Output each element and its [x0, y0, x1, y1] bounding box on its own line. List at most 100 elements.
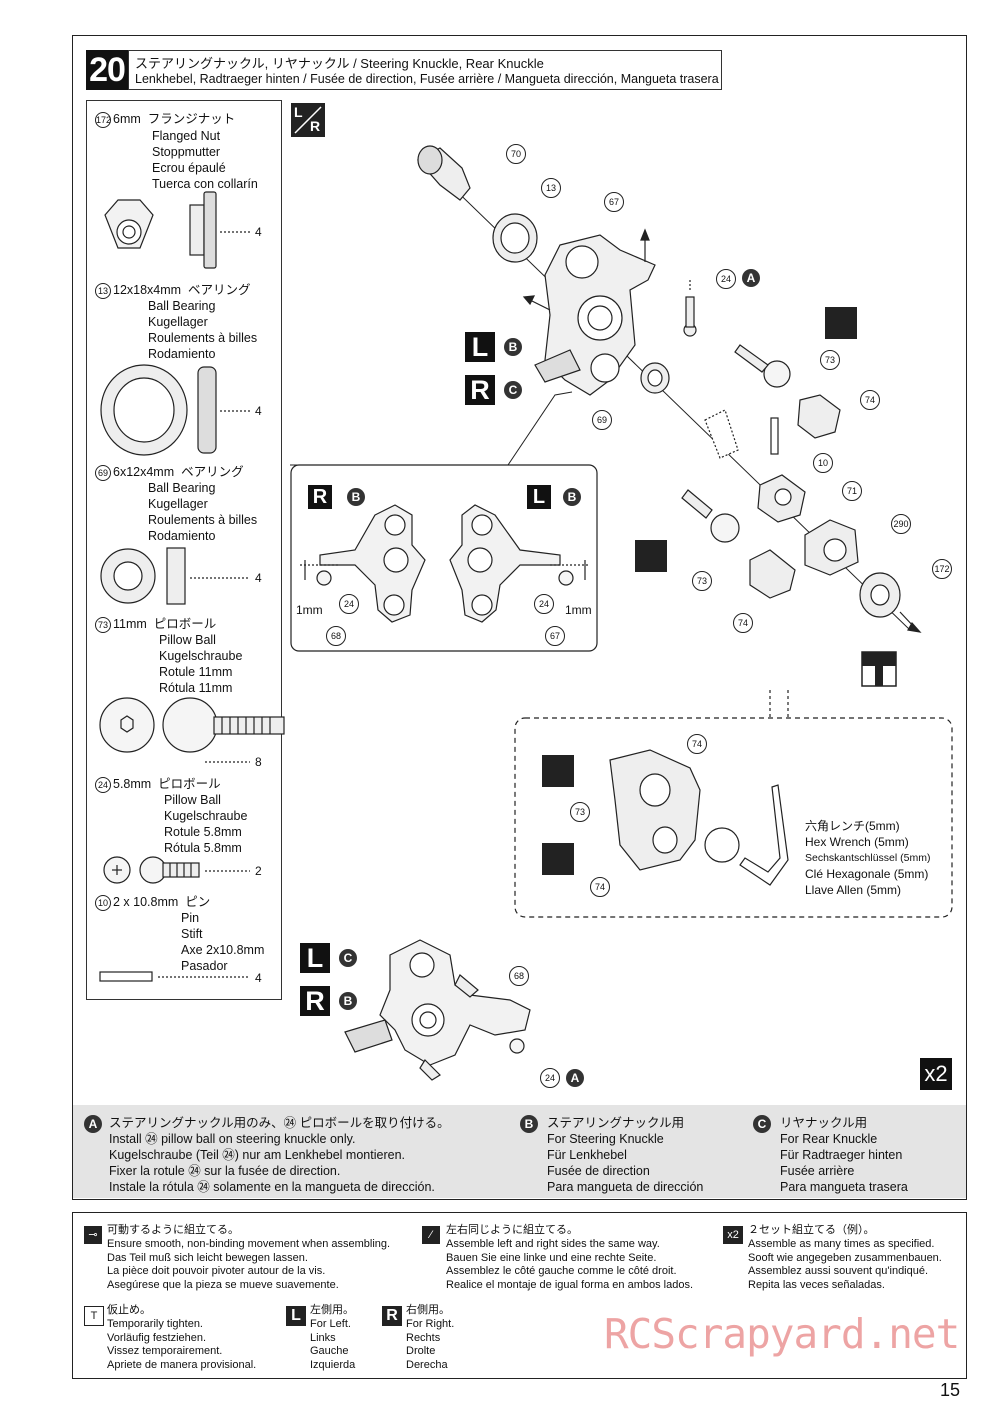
- legend-line: Vorläufig festziehen.: [107, 1331, 207, 1344]
- note-a-badge: A: [84, 1115, 102, 1133]
- bottom-right-label: R: [300, 986, 330, 1016]
- callout: 74: [733, 613, 753, 633]
- badge-b: B: [504, 338, 522, 356]
- callout: 24: [534, 594, 554, 614]
- legend-line: Bauen Sie eine linke und eine rechte Sei…: [446, 1251, 657, 1264]
- part-73-qty: 8: [255, 755, 262, 769]
- part-13-qty: 4: [255, 404, 262, 418]
- part-jp-name: ピン: [185, 895, 211, 909]
- legend-box: [72, 1212, 967, 1379]
- left-label: L: [465, 332, 495, 362]
- legend-right: 右側用。 For Right. Rechts Drolte Derecha: [406, 1304, 454, 1373]
- lr-icon-l: L: [294, 104, 303, 120]
- part-number-badge: 24: [95, 776, 111, 793]
- legend-smooth: 可動するように組立てる。 Ensure smooth, non-binding …: [107, 1224, 390, 1293]
- legend-line: Asegúrese que la pieza se mueve suavemen…: [107, 1279, 339, 1292]
- part-name: Roulements à billes: [148, 331, 258, 345]
- wrench-name: Sechskantschlüssel (5mm): [805, 852, 931, 864]
- part-name: Tuerca con collarín: [152, 177, 258, 191]
- wrench-detail-box: [514, 690, 953, 918]
- note-line: Para mangueta trasera: [780, 1180, 908, 1194]
- bearing-12x18-drawing: [100, 364, 250, 456]
- note-line: Instale la rótula ㉔ solamente en la mang…: [109, 1180, 435, 1194]
- part-172-qty: 4: [255, 225, 262, 239]
- note-line: ステアリングナックル用のみ、㉔ ピロボールを取り付ける。: [109, 1116, 450, 1130]
- legend-line: La pièce doit pouvoir pivoter autour de …: [107, 1265, 326, 1278]
- legend-line: For Left.: [310, 1317, 351, 1330]
- part-13-names: Ball Bearing Kugellager Roulements à bil…: [148, 298, 257, 362]
- part-name: Pillow Ball: [159, 633, 216, 647]
- part-name: Stift: [181, 927, 203, 941]
- part-name: Kugelschraube: [164, 809, 248, 823]
- temporary-tighten-icon: [861, 651, 897, 687]
- pin-drawing: [99, 971, 250, 982]
- smooth-movement-icon: [542, 307, 857, 875]
- part-name: Rotule 11mm: [159, 665, 233, 679]
- callout: 67: [604, 192, 624, 212]
- part-69-names: Ball Bearing Kugellager Roulements à bil…: [148, 480, 257, 544]
- callout: 74: [590, 877, 610, 897]
- legend-line: Links: [310, 1331, 336, 1344]
- callout: 73: [692, 571, 712, 591]
- part-size: 5.8mm: [113, 777, 152, 791]
- legend-line: Temporarily tighten.: [107, 1317, 203, 1330]
- legend-line: 右側用。: [406, 1304, 450, 1316]
- legend-line: Apriete de manera provisional.: [107, 1359, 257, 1372]
- callout: 73: [570, 802, 590, 822]
- right-label: R: [465, 375, 495, 405]
- part-size: 2 x 10.8mm: [113, 895, 179, 909]
- part-24-qty: 2: [255, 864, 262, 878]
- pillow-ball-11-drawing: [99, 697, 285, 763]
- note-a: ステアリングナックル用のみ、㉔ ピロボールを取り付ける。 Install ㉔ p…: [109, 1115, 450, 1195]
- callout: 24: [716, 269, 736, 289]
- wrench-name: Hex Wrench (5mm): [805, 835, 909, 849]
- inset-badge-b: B: [347, 488, 365, 506]
- legend-left: 左側用。 For Left. Links Gauche Izquierda: [310, 1304, 355, 1373]
- repeat-x2-icon: x2: [920, 1058, 952, 1090]
- callout: 10: [813, 453, 833, 473]
- callout: 290: [891, 514, 911, 534]
- legend-line: Sooft wie angegeben zusammenbauen.: [748, 1251, 942, 1264]
- title-en: / Steering Knuckle, Rear Knuckle: [353, 56, 544, 71]
- note-line: Fusée de direction: [547, 1164, 650, 1178]
- part-jp-name: フランジナット: [147, 112, 236, 126]
- legend-line: Vissez temporairement.: [107, 1345, 223, 1358]
- note-line: Für Radtraeger hinten: [780, 1148, 903, 1162]
- callout: 172: [932, 559, 952, 579]
- note-c-badge: C: [753, 1115, 771, 1133]
- legend-line: 左右同じように組立てる。: [446, 1224, 578, 1236]
- flanged-nut-drawing: [104, 191, 250, 269]
- part-name: Ecrou épaulé: [152, 161, 226, 175]
- part-name: Axe 2x10.8mm: [181, 943, 265, 957]
- part-size: 11mm: [113, 617, 147, 631]
- title-multilang: Lenkhebel, Radtraeger hinten / Fusée de …: [135, 72, 719, 86]
- part-name: Rótula 11mm: [159, 681, 233, 695]
- wrench-label: 六角レンチ(5mm) Hex Wrench (5mm) Sechskantsch…: [805, 818, 930, 898]
- note-b: ステアリングナックル用 For Steering Knuckle Für Len…: [547, 1115, 703, 1195]
- part-name: Ball Bearing: [148, 299, 216, 313]
- part-name: Kugelschraube: [159, 649, 243, 663]
- inset-badge-b: B: [563, 488, 581, 506]
- legend-line: Gauche: [310, 1345, 349, 1358]
- part-number-badge: 10: [95, 894, 111, 911]
- badge-c: C: [339, 949, 357, 967]
- note-line: Install ㉔ pillow ball on steering knuckl…: [109, 1132, 356, 1146]
- left-icon: L: [286, 1306, 306, 1326]
- dim-1mm: 1mm: [296, 603, 323, 617]
- callout: 68: [509, 966, 529, 986]
- legend-line: Assemble left and right sides the same w…: [446, 1237, 660, 1250]
- callout: 70: [506, 144, 526, 164]
- part-69-qty: 4: [255, 571, 262, 585]
- part-name: Pin: [181, 911, 200, 925]
- title-jp: ステアリングナックル, リヤナックル: [135, 56, 350, 71]
- part-name: Rotule 5.8mm: [164, 825, 242, 839]
- part-jp-name: ベアリング: [181, 465, 244, 479]
- part-size: 6mm: [113, 112, 141, 126]
- page-number: 15: [940, 1380, 961, 1400]
- part-10-names: Pin Stift Axe 2x10.8mm Pasador: [181, 910, 264, 974]
- legend-line: Ensure smooth, non-binding movement when…: [107, 1237, 391, 1250]
- note-line: Fusée arrière: [780, 1164, 855, 1178]
